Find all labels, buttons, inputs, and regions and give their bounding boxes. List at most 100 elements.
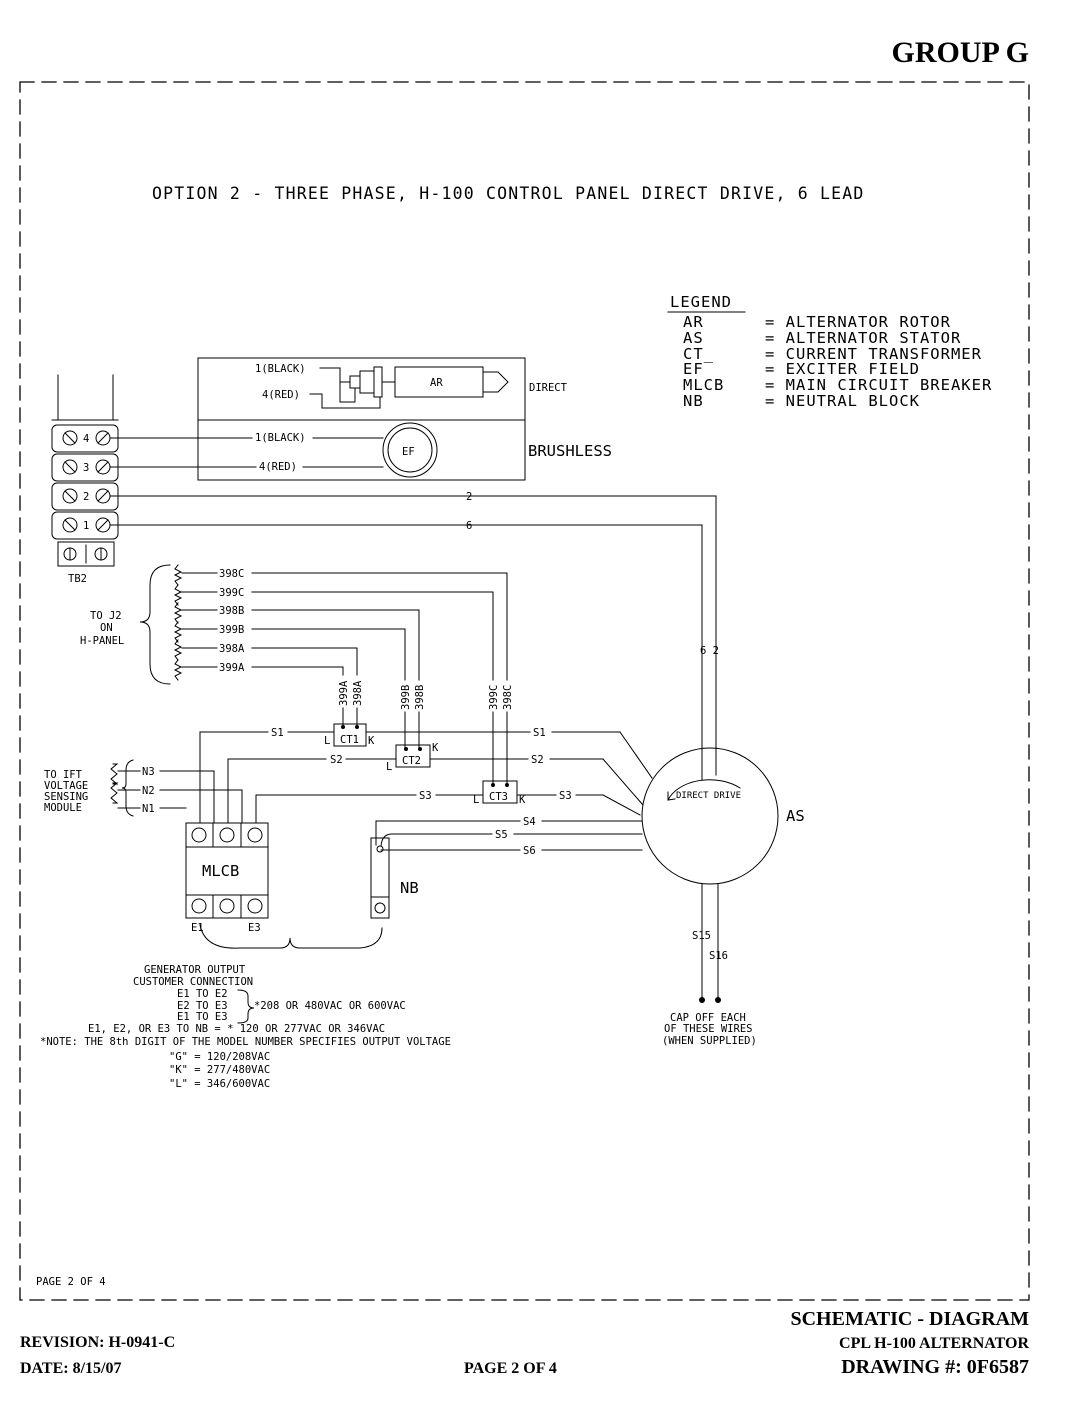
label-t4: 4 xyxy=(83,433,89,445)
as-stator xyxy=(641,747,779,885)
label-ct1-k: K xyxy=(368,735,375,747)
footer-drawing-number: DRAWING #: 0F6587 xyxy=(841,1356,1029,1378)
legend-abbr-as: AS xyxy=(683,329,704,347)
label-to-j2: TO J2 xyxy=(90,610,122,622)
legend-text-mlcb: = MAIN CIRCUIT BREAKER xyxy=(765,376,992,394)
label-on: ON xyxy=(100,622,113,634)
label-as: AS xyxy=(786,807,805,825)
label-gen-voltage: *208 OR 480VAC OR 600VAC xyxy=(254,1000,406,1012)
neutral-block xyxy=(370,837,390,919)
label-6-2: 6 2 xyxy=(700,645,719,657)
legend-text-ar: = ALTERNATOR ROTOR xyxy=(765,313,951,331)
mlcb-breaker xyxy=(185,822,269,919)
label-ift-4: MODULE xyxy=(44,802,82,814)
group-heading: GROUP G xyxy=(891,36,1029,69)
ct1 xyxy=(333,723,367,747)
label-ef: EF xyxy=(402,446,415,458)
label-ct2-l: L xyxy=(386,761,392,773)
label-s2-right: S2 xyxy=(531,754,544,766)
label-gen-2: CUSTOMER CONNECTION xyxy=(133,976,253,988)
label-s15: S15 xyxy=(692,930,711,942)
legend-text-nb: = NEUTRAL BLOCK xyxy=(765,392,920,410)
legend: LEGEND AR = ALTERNATOR ROTOR AS = ALTERN… xyxy=(667,293,992,410)
j2-brace xyxy=(139,564,171,685)
label-s4: S4 xyxy=(523,816,536,828)
footer-title: SCHEMATIC - DIAGRAM xyxy=(790,1308,1029,1330)
label-4-red-top: 4(RED) xyxy=(262,389,300,401)
output-brace xyxy=(199,924,383,949)
label-page-inner: PAGE 2 OF 4 xyxy=(36,1276,106,1288)
label-gen-5: E1 TO E3 xyxy=(177,1011,228,1023)
label-s3-right: S3 xyxy=(559,790,572,802)
label-1-black-bottom: 1(BLACK) xyxy=(255,432,306,444)
vlabel-399a: 399A xyxy=(338,680,350,706)
label-h-panel: H-PANEL xyxy=(80,635,124,647)
legend-text-as: = ALTERNATOR STATOR xyxy=(765,329,961,347)
label-nb: NB xyxy=(400,879,419,897)
label-399a: 399A xyxy=(219,662,245,674)
label-brushless: BRUSHLESS xyxy=(528,442,612,460)
label-t3: 3 xyxy=(83,462,89,474)
label-mlcb: MLCB xyxy=(202,862,239,880)
label-wire-6: 6 xyxy=(466,520,472,532)
label-e3: E3 xyxy=(248,922,261,934)
vlabel-399b: 399B xyxy=(400,685,412,710)
label-n2: N2 xyxy=(142,785,155,797)
legend-text-ct: = CURRENT TRANSFORMER xyxy=(765,345,982,363)
label-ct3-k: K xyxy=(519,794,526,806)
vlabel-398b: 398B xyxy=(414,685,426,710)
label-398b: 398B xyxy=(219,605,244,617)
label-l-voltage: "L" = 346/600VAC xyxy=(169,1078,270,1090)
label-s6: S6 xyxy=(523,845,536,857)
label-gen-3: E1 TO E2 xyxy=(177,988,228,1000)
label-s2-left: S2 xyxy=(330,754,343,766)
label-ct3-l: L xyxy=(473,794,479,806)
vlabel-398a: 398A xyxy=(352,680,364,706)
label-398a: 398A xyxy=(219,643,245,655)
legend-heading: LEGEND xyxy=(670,293,732,311)
label-ct2-k: K xyxy=(432,742,439,754)
footer-revision: REVISION: H-0941-C xyxy=(20,1334,176,1351)
ct3 xyxy=(482,780,518,804)
label-399b: 399B xyxy=(219,624,244,636)
label-k-voltage: "K" = 277/480VAC xyxy=(169,1064,270,1076)
label-gen-4: E2 TO E3 xyxy=(177,1000,228,1012)
ef-outer-circle xyxy=(382,422,438,478)
j2-coils xyxy=(173,564,183,681)
vlabel-399c: 399C xyxy=(488,685,500,710)
legend-text-ef: = EXCITER FIELD xyxy=(765,360,920,378)
label-398c: 398C xyxy=(219,568,244,580)
footer-date: DATE: 8/15/07 xyxy=(20,1360,122,1377)
legend-abbr-ar: AR xyxy=(683,313,704,331)
footer-page: PAGE 2 OF 4 xyxy=(464,1360,557,1377)
label-ct1-l: L xyxy=(324,735,330,747)
label-s3-left: S3 xyxy=(419,790,432,802)
legend-abbr-ct: CT_ xyxy=(683,345,714,363)
label-cap-1: CAP OFF EACH xyxy=(670,1012,746,1024)
label-ift-2: VOLTAGE xyxy=(44,780,88,792)
label-n1: N1 xyxy=(142,803,155,815)
label-t2: 2 xyxy=(83,491,89,503)
label-wire-2: 2 xyxy=(466,491,472,503)
label-e1: E1 xyxy=(191,922,204,934)
label-ift-3: SENSING xyxy=(44,791,88,803)
legend-abbr-nb: NB xyxy=(683,392,704,410)
brushless-box xyxy=(197,419,526,481)
label-gen-1: GENERATOR OUTPUT xyxy=(144,964,246,976)
label-cap-2: OF THESE WIRES xyxy=(664,1023,753,1035)
footer-subtitle: CPL H-100 ALTERNATOR xyxy=(839,1335,1029,1352)
label-s5: S5 xyxy=(495,829,508,841)
diagram-title: OPTION 2 - THREE PHASE, H-100 CONTROL PA… xyxy=(152,184,865,203)
ct2 xyxy=(395,744,431,768)
label-direct-drive: DIRECT DRIVE xyxy=(676,791,741,801)
label-4-red-bottom: 4(RED) xyxy=(259,461,297,473)
legend-abbr-mlcb: MLCB xyxy=(683,376,724,394)
label-s16: S16 xyxy=(709,950,728,962)
label-direct: DIRECT xyxy=(529,382,568,394)
legend-abbr-ef: EF xyxy=(683,360,704,378)
cap-dots xyxy=(341,725,721,1003)
label-n3: N3 xyxy=(142,766,155,778)
label-g-voltage: "G" = 120/208VAC xyxy=(169,1051,270,1063)
terminal-screws xyxy=(62,430,111,564)
label-cap-3: (WHEN SUPPLIED) xyxy=(662,1035,757,1047)
